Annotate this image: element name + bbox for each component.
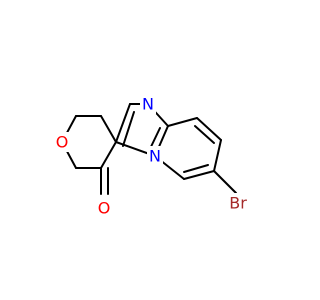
atom-label-bromine: Br xyxy=(229,194,247,213)
bond xyxy=(183,164,209,173)
molecule-structure: N N O O Br xyxy=(54,94,249,218)
bond xyxy=(213,139,222,172)
bond xyxy=(100,115,117,143)
bond xyxy=(100,141,117,169)
bond xyxy=(196,117,222,141)
bond xyxy=(213,170,237,194)
bond xyxy=(122,111,135,147)
label-background xyxy=(96,198,112,218)
bond xyxy=(115,103,131,143)
bond xyxy=(194,125,215,144)
bond xyxy=(183,170,215,180)
label-background xyxy=(227,193,249,213)
atom-labels: N N O O Br xyxy=(54,94,249,218)
atom-label-oxygen: O xyxy=(98,199,111,218)
atom-label-nitrogen: N xyxy=(149,147,161,166)
label-background xyxy=(54,132,70,152)
bond xyxy=(167,117,198,127)
atom-label-nitrogen: N xyxy=(142,95,154,114)
atom-label-oxygen: O xyxy=(56,133,69,152)
label-background xyxy=(147,146,163,166)
label-background xyxy=(140,94,156,114)
